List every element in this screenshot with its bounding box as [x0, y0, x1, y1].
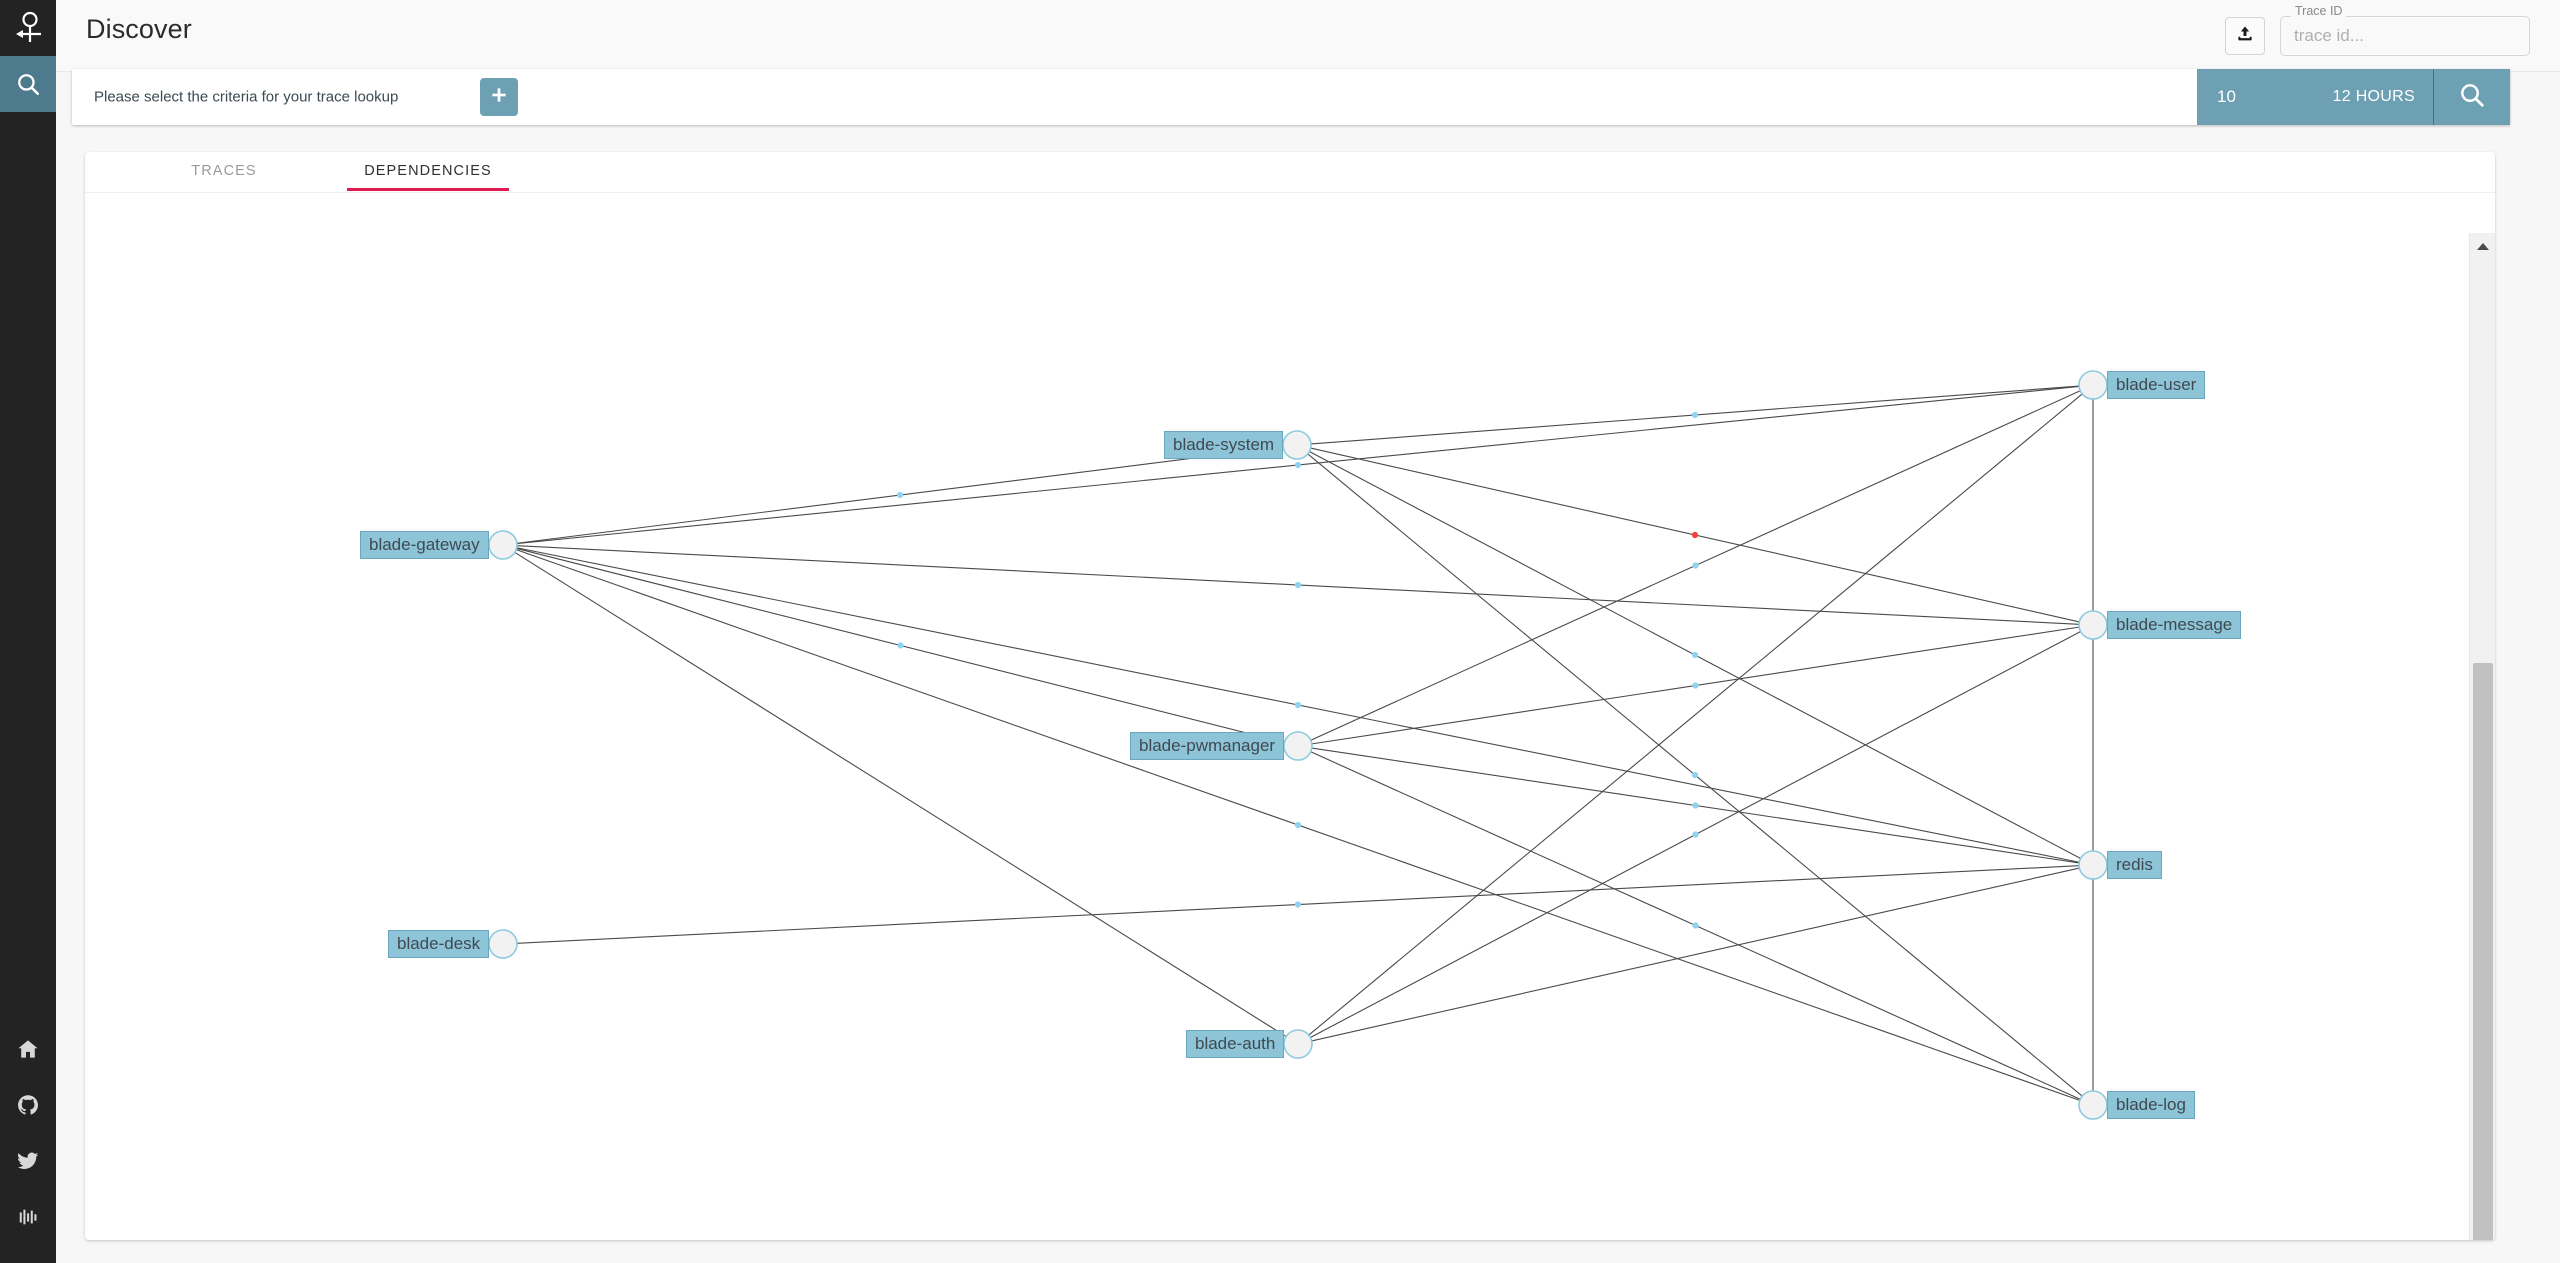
graph-node-circle[interactable] [1283, 1029, 1313, 1059]
upload-button[interactable] [2225, 17, 2265, 55]
edge-marker[interactable] [1692, 831, 1699, 838]
edge-marker[interactable] [1691, 771, 1699, 779]
top-bar: Discover Trace ID [56, 0, 2560, 72]
graph-node-label-blade-auth[interactable]: blade-auth [1186, 1030, 1285, 1058]
trace-lookup-bar: Please select the criteria for your trac… [72, 69, 2510, 125]
tab-dependencies-label: DEPENDENCIES [364, 163, 492, 179]
graph-node-circle[interactable] [488, 929, 518, 959]
edge-marker[interactable] [1692, 562, 1699, 569]
edge-marker[interactable] [1294, 581, 1302, 589]
tab-traces[interactable]: TRACES [143, 152, 305, 191]
graph-node-circle[interactable] [2078, 370, 2108, 400]
graph-node-label-blade-user[interactable]: blade-user [2107, 371, 2206, 399]
search-button[interactable] [2434, 69, 2510, 125]
search-icon [2458, 81, 2486, 114]
tab-traces-label: TRACES [191, 163, 257, 179]
edge-error-marker[interactable] [1691, 531, 1699, 539]
sidebar-item-search[interactable] [0, 56, 56, 112]
graph-node-circle[interactable] [488, 530, 518, 560]
graph-node-circle[interactable] [2078, 850, 2108, 880]
left-rail [0, 0, 56, 1263]
page-title: Discover [86, 14, 192, 44]
search-divider [2433, 69, 2434, 125]
edge-marker[interactable] [1294, 701, 1302, 709]
dependency-graph[interactable]: blade-gateway blade-system blade-pwmanager… [85, 192, 2495, 1240]
trace-id-group: Trace ID [2280, 4, 2530, 60]
result-limit-value: 10 [2217, 87, 2236, 106]
trace-id-label: Trace ID [2291, 4, 2347, 18]
edge-marker[interactable] [1691, 651, 1699, 659]
graph-node-circle[interactable] [2078, 610, 2108, 640]
edge-marker[interactable] [896, 491, 904, 499]
graph-edge[interactable] [1311, 867, 2080, 1042]
tab-dependencies[interactable]: DEPENDENCIES [347, 152, 509, 191]
graph-edge[interactable] [514, 551, 1287, 1038]
graph-node-circle[interactable] [1283, 731, 1313, 761]
trace-bars-icon[interactable] [0, 1189, 56, 1245]
graph-node-label-blade-log[interactable]: blade-log [2107, 1091, 2195, 1119]
graph-node-label-redis[interactable]: redis [2107, 851, 2162, 879]
chevron-up-icon [2477, 242, 2489, 250]
graph-vertical-scrollbar[interactable] [2469, 233, 2495, 1240]
edge-marker[interactable] [1692, 802, 1699, 809]
upload-icon [2235, 24, 2255, 49]
tab-bar: TRACES DEPENDENCIES [85, 152, 2495, 191]
scrollbar-thumb[interactable] [2473, 663, 2493, 1240]
dependency-graph-canvas[interactable] [85, 193, 2495, 1240]
edge-marker[interactable] [1294, 461, 1302, 469]
graph-node-label-blade-gateway[interactable]: blade-gateway [360, 531, 489, 559]
criteria-hint: Please select the criteria for your trac… [94, 88, 399, 106]
lookback-value: 12 HOURS [2332, 88, 2415, 105]
plus-icon [489, 85, 509, 110]
content-card: TRACES DEPENDENCIES blade-gateway blade-s… [85, 152, 2495, 1240]
graph-node-circle[interactable] [2078, 1090, 2108, 1120]
jaeger-logo-icon[interactable] [0, 0, 56, 56]
lookback-selector[interactable]: 10 12 HOURS [2197, 69, 2433, 125]
home-icon[interactable] [0, 1021, 56, 1077]
scroll-up-arrow[interactable] [2470, 233, 2495, 259]
github-icon[interactable] [0, 1077, 56, 1133]
graph-node-circle[interactable] [1282, 430, 1312, 460]
trace-id-input[interactable] [2280, 16, 2530, 56]
edge-marker[interactable] [1294, 821, 1302, 829]
graph-node-label-blade-desk[interactable]: blade-desk [388, 930, 490, 958]
graph-node-label-blade-pwmanager[interactable]: blade-pwmanager [1130, 732, 1285, 760]
edge-marker[interactable] [1692, 922, 1699, 929]
edge-marker[interactable] [1692, 682, 1699, 689]
add-criteria-button[interactable] [480, 78, 518, 116]
twitter-icon[interactable] [0, 1133, 56, 1189]
search-controls: 10 12 HOURS [2197, 69, 2510, 125]
rail-bottom-group [0, 1021, 56, 1263]
edge-marker[interactable] [1691, 411, 1699, 419]
graph-node-label-blade-system[interactable]: blade-system [1164, 431, 1284, 459]
edge-marker[interactable] [897, 642, 904, 649]
graph-node-label-blade-message[interactable]: blade-message [2107, 611, 2242, 639]
graph-edge[interactable] [1308, 393, 2083, 1036]
edge-marker[interactable] [1294, 901, 1302, 908]
